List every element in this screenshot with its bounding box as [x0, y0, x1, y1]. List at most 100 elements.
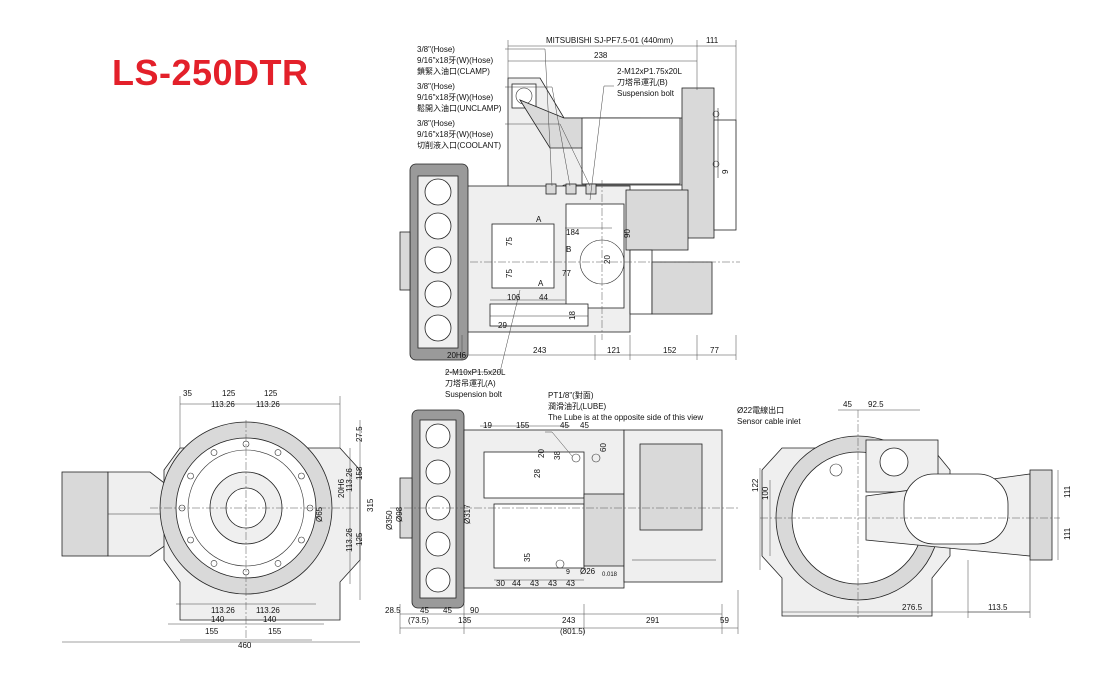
page-title: LS-250DTR: [112, 52, 309, 93]
dim-315: 315: [366, 498, 375, 512]
bolt-b-1: 2-M12xP1.75x20L: [617, 67, 682, 76]
rear-view: [759, 409, 1060, 620]
dim-38: 38: [553, 451, 562, 460]
dim-121: 121: [607, 346, 621, 355]
rear-encoder-circle: [879, 447, 909, 477]
bolt-hole: [210, 560, 218, 567]
side-step-block: [583, 493, 625, 567]
dim-20: 20: [603, 255, 612, 264]
dim-184: 184: [566, 228, 580, 237]
callout-2: 9/16"x18牙(W)(Hose): [417, 56, 494, 65]
dim-20h6-front: 20H6: [337, 478, 346, 498]
dim-100: 100: [761, 486, 770, 500]
callout-5: 9/16"x18牙(W)(Hose): [417, 93, 494, 102]
dim-243: 243: [533, 346, 547, 355]
bolt-hole: [274, 449, 282, 456]
top-view-text: 3/8"(Hose) 9/16"x18牙(W)(Hose) 鎖緊入油口(CLAM…: [417, 36, 730, 399]
dim-90-side: 90: [470, 606, 479, 615]
sensor-2: Sensor cable inlet: [737, 417, 801, 426]
dim-113-5: 113.5: [988, 603, 1008, 612]
body-window: [491, 223, 555, 289]
dim-d317: Ø317: [463, 504, 472, 524]
front-view: [61, 396, 361, 643]
side-view: [390, 409, 740, 634]
dim-9-side: 9: [566, 569, 570, 576]
bolt-b-2: 刀塔吊運孔(B): [617, 77, 668, 87]
dim-top-113a: 113.26: [211, 400, 235, 409]
side-dim-lines: [399, 425, 739, 634]
dim-43b: 43: [548, 579, 557, 588]
bolt-b-3: Suspension bolt: [617, 89, 675, 98]
bolt-hole: [187, 536, 194, 544]
label-b: B: [566, 245, 571, 254]
bolt-b2: [712, 160, 720, 168]
dim-29: 29: [498, 321, 507, 330]
dim-right-113a: 113.26: [345, 468, 354, 492]
dim-291: 291: [646, 616, 660, 625]
bolt-a-2: 刀塔吊運孔(A): [445, 378, 496, 388]
dim-92-5: 92.5: [868, 400, 884, 409]
dim-135: 135: [458, 616, 472, 625]
dim-19: 19: [483, 421, 492, 430]
dim-45d: 45: [443, 606, 452, 615]
dim-158: 158: [355, 466, 364, 480]
dim-45c: 45: [420, 606, 429, 615]
lube-2: 潤滑油孔(LUBE): [548, 401, 607, 411]
rear-motor-end: [1029, 469, 1053, 561]
motor-box-front: [61, 471, 109, 557]
dim-27-5: 27.5: [355, 426, 364, 442]
dim-155-side: 155: [516, 421, 530, 430]
dim-35-side: 35: [523, 553, 532, 562]
dim-111b-rear: 111: [1063, 527, 1072, 540]
front-dim-lines: [62, 396, 361, 643]
dim-243-side: 243: [562, 616, 576, 625]
dim-28-5: 28.5: [385, 606, 401, 615]
motor-body: [581, 117, 681, 185]
bolt-b1: [712, 110, 720, 118]
side-window-lower: [493, 503, 585, 569]
port-26: [555, 559, 565, 569]
dim-43a: 43: [530, 579, 539, 588]
dim-75b: 75: [505, 269, 514, 278]
rear-arm-slot: [903, 473, 1009, 545]
dim-111a-rear: 111: [1063, 485, 1072, 498]
callout-4: 3/8"(Hose): [417, 82, 455, 91]
tool-pockets-top: [424, 178, 452, 342]
dim-238: 238: [594, 51, 608, 60]
dim-140b: 140: [263, 615, 277, 624]
dim-276-5: 276.5: [902, 603, 923, 612]
body-window-right: [565, 203, 625, 309]
dim-45-rear: 45: [843, 400, 852, 409]
label-a1: A: [536, 215, 542, 224]
rear-dim-lines: [759, 409, 1059, 618]
dim-9: 9: [721, 169, 730, 174]
front-view-text: 35 125 125 113.26 113.26 27.5 113.26 158…: [183, 389, 375, 650]
dim-152: 152: [663, 346, 677, 355]
dim-20-side: 20: [537, 449, 546, 458]
dim-43c: 43: [566, 579, 575, 588]
dim-44: 44: [539, 293, 548, 302]
dim-30: 30: [496, 579, 505, 588]
dim-77: 77: [562, 269, 571, 278]
dim-28: 28: [533, 469, 542, 478]
bolt-hole: [210, 449, 218, 456]
dim-d65: Ø65: [315, 506, 324, 522]
rail-plate: [489, 303, 589, 327]
dim-125-right: 125: [355, 532, 364, 546]
dim-140a: 140: [211, 615, 225, 624]
hose-fittings: [545, 183, 597, 195]
bolt-a-1: 2-M10xP1.5x20L: [445, 368, 506, 377]
dim-d26: Ø26: [580, 567, 596, 576]
lube-1: PT1/8"(對面): [548, 390, 594, 400]
callout-3: 鎖緊入油口(CLAMP): [417, 66, 490, 76]
bolt-hole: [274, 560, 282, 567]
callout-1: 3/8"(Hose): [417, 45, 455, 54]
dim-801-5: (801.5): [560, 627, 586, 636]
motor-side-cover: [639, 443, 703, 531]
dim-106: 106: [507, 293, 521, 302]
dim-90: 90: [623, 229, 632, 238]
dim-155b: 155: [268, 627, 282, 636]
callout-8: 9/16"x18牙(W)(Hose): [417, 130, 494, 139]
callout-9: 切削液入口(COOLANT): [417, 140, 501, 150]
